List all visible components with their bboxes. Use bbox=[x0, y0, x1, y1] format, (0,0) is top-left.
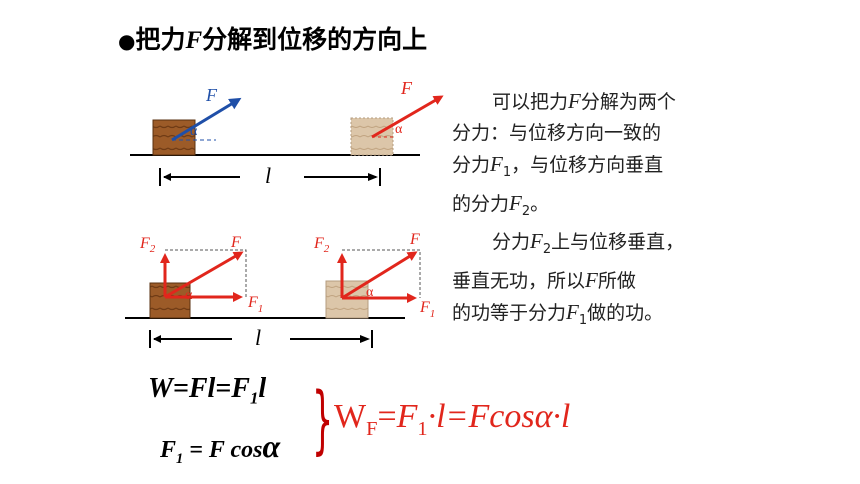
force-arrow-blue bbox=[171, 97, 242, 142]
formula-work: W=Fl=F1l bbox=[148, 373, 267, 408]
force-label-F: F bbox=[205, 85, 218, 105]
force-label-F: F bbox=[409, 231, 420, 248]
formula-result: WF=F1·l=Fcosα·l bbox=[334, 398, 571, 440]
label-F1: F1 bbox=[247, 294, 263, 315]
wood-block-start bbox=[149, 282, 191, 319]
force-label-F: F bbox=[400, 78, 413, 98]
force-arrow-F bbox=[341, 251, 418, 300]
label-F1: F1 bbox=[419, 299, 435, 320]
parallelogram-dashed bbox=[165, 249, 247, 297]
explanation-paragraph-1: 可以把力F分解为两个 分力：与位移方向一致的 分力F1，与位移方向垂直 的分力F… bbox=[452, 89, 676, 219]
explanation-paragraph-2: 分力F2上与位移垂直， 垂直无功，所以F所做 的功等于分力F1做的功。 bbox=[452, 229, 685, 328]
parallelogram-dashed bbox=[342, 249, 421, 298]
displacement-label-l: l bbox=[265, 163, 271, 188]
angle-alpha-label: α bbox=[395, 122, 403, 137]
force-arrow-F bbox=[164, 251, 244, 299]
curly-brace-icon: } bbox=[312, 377, 334, 463]
angle-alpha-label: α bbox=[190, 124, 198, 139]
label-F2: F2 bbox=[313, 235, 330, 255]
slide-title: ●把力F分解到位移的方向上 bbox=[118, 25, 428, 54]
label-F2: F2 bbox=[139, 235, 156, 255]
force-arrow-red bbox=[371, 95, 444, 139]
angle-alpha-label: α bbox=[185, 288, 193, 303]
formula-component: F1 = F cosα bbox=[160, 428, 281, 467]
displacement-label-l: l bbox=[255, 325, 261, 350]
force-label-F: F bbox=[230, 234, 241, 251]
bullet-icon: ● bbox=[118, 29, 136, 53]
angle-alpha-label: α bbox=[366, 285, 374, 300]
force-decomposition-diagram: α F α F l α F2 F F1 α F2 F F1 l bbox=[125, 78, 444, 350]
